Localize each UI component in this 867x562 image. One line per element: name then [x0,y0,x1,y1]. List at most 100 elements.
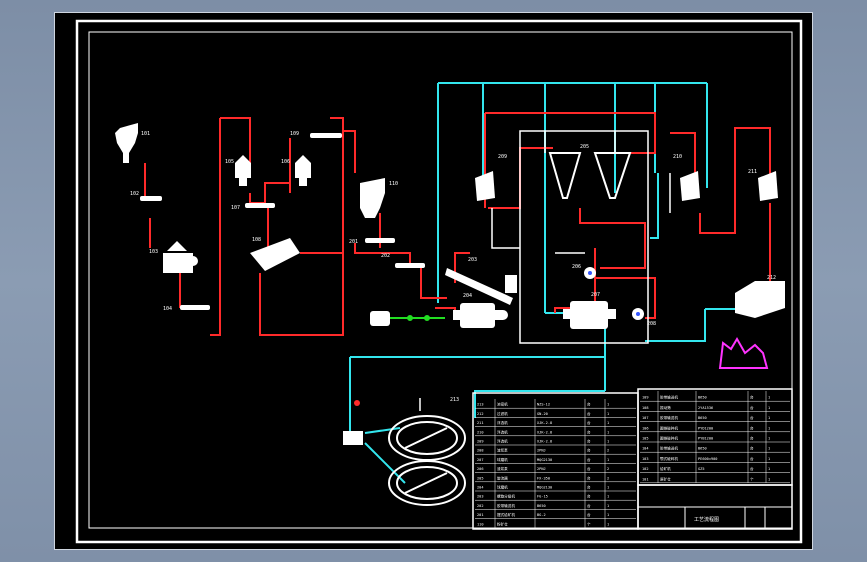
table-cell: 台 [587,448,591,453]
table-cell: 浮选机 [497,429,508,434]
table-cell: 圆锥破碎机 [660,425,678,430]
table-cell: 台 [750,446,754,451]
table-cell: 2 [607,467,609,471]
tag-209: 209 [498,154,507,160]
table-cell: 渣浆泵 [497,466,508,471]
table-cell: B650 [698,447,707,451]
table-cell: 107 [642,416,649,420]
tag-102: 102 [130,191,139,197]
slurry-lines [144,112,771,336]
table-cell: 旋流器 [497,475,508,480]
table-cell: 台 [750,466,754,471]
reagent-tank-icon [370,311,390,326]
table-cell: 台 [587,494,591,499]
table-cell: 台 [587,429,591,434]
drawing-frame: 101 102 103 104 105 106 107 108 109 110 … [54,12,813,550]
white-lines [419,130,671,411]
tag-212: 212 [767,275,776,281]
tag-207: 207 [591,292,600,298]
table-cell: 2 [607,476,609,480]
table-cell: 1 [768,467,770,471]
table-cell: B650 [698,396,707,400]
table-cell: 胶带输送机 [660,395,678,400]
table-cell: 1 [768,477,770,481]
table-cell: 台 [587,457,591,462]
water-lines [349,82,738,484]
table-cell: 2 [607,449,609,453]
vibrating-screen-icon [250,238,300,271]
table-cell: MQG2130 [537,458,552,462]
table-cell: 201 [477,513,484,517]
tag-109: 109 [290,131,299,137]
hydrocyclone-icon [548,152,632,199]
table-cell: 螺旋分级机 [497,494,515,499]
table-cell: 台 [587,503,591,508]
table-cell: 205 [477,476,484,480]
table-cell: 球磨机 [497,457,508,462]
table-cell: XJK-2.8 [537,421,552,425]
table-cell: 浓密机 [497,402,508,407]
equipment-tags: 101 102 103 104 105 106 107 108 109 110 … [130,131,776,403]
table-cell: 1 [607,430,609,434]
tailings-icon [718,337,769,369]
table-cell: 1 [607,486,609,490]
table-cell: 105 [642,437,649,441]
table-cell: 台 [587,411,591,416]
table-cell: 台 [587,466,591,471]
table-cell: 摆式给矿机 [497,512,515,517]
table-cell: 212 [477,412,484,416]
table-cell: FX-350 [537,476,550,480]
table-cell: 胶带输送机 [660,415,678,420]
table-cell: 210 [477,430,484,434]
tag-202: 202 [381,253,390,259]
table-cell: 206 [477,467,484,471]
tag-107: 107 [231,205,240,211]
table-cell: 粉矿仓 [497,521,508,526]
table-cell: 台 [587,420,591,425]
ore-bin-icon [360,178,385,218]
belt-conveyor-icon [140,133,425,310]
table-cell: 2PNJ [537,449,546,453]
table-cell: 渣浆泵 [497,448,508,453]
table-cell: GZ5 [698,467,705,471]
ball-mill-icon [453,303,508,328]
table-cell: 浮选机 [497,420,508,425]
table-cell: 2YA1536 [698,406,713,410]
ball-mill-icon [563,301,616,329]
table-cell: 1 [607,513,609,517]
tag-211: 211 [748,169,757,175]
drawing-border [75,19,803,544]
table-cell: 个 [750,476,754,481]
table-cell: XJK-2.8 [537,430,552,434]
table-cell: 1 [607,412,609,416]
table-cell: 1 [607,440,609,444]
table-cell: 1 [768,457,770,461]
table-cell: 颚式破碎机 [660,456,678,461]
tag-110: 110 [389,181,398,187]
tag-208: 208 [647,321,656,327]
process-flow-diagram: 101 102 103 104 105 106 107 108 109 110 … [75,19,803,544]
pump-box-icon [343,400,363,445]
table-cell: FG-15 [537,495,548,499]
table-cell: 给矿机 [660,466,671,471]
table-cell: 台 [587,439,591,444]
table-cell: B650 [537,504,546,508]
tag-103: 103 [149,249,158,255]
drawing-title: 工艺流程图 [694,516,719,523]
table-cell: 102 [642,467,649,471]
table-cell: 1 [768,447,770,451]
table-cell: 胶带输送机 [660,446,678,451]
table-cell: 1 [607,504,609,508]
table-cell: 胶带输送机 [497,503,515,508]
ore-bin-icon [115,123,138,163]
table-cell: B650 [698,416,707,420]
table-cell: 108 [642,406,649,410]
tag-201: 201 [349,239,358,245]
pump-icon [584,267,644,320]
table-cell: 1 [768,416,770,420]
table-cell: 1 [607,421,609,425]
